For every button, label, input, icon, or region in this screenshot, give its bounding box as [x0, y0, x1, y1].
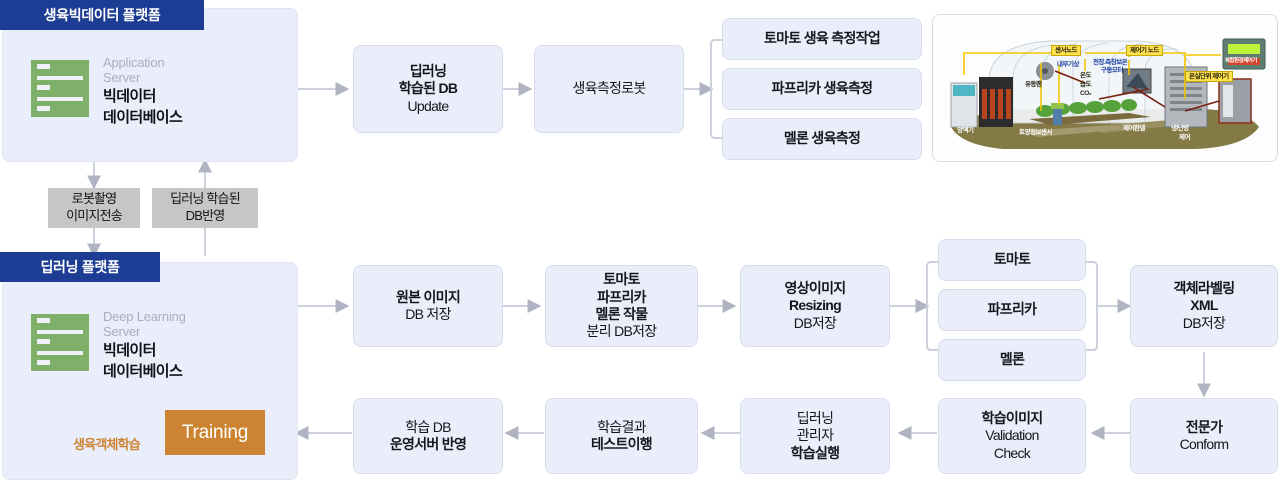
bigdata-server-sub-line1: Application	[103, 55, 165, 70]
dl-server-sub-line1: Deep Learning	[103, 309, 186, 324]
node-crop-split-db-save[interactable]: 토마토 파프리카 멜론 작물 분리 DB저장	[545, 265, 698, 347]
node-line: 전문가	[1185, 418, 1223, 435]
node-deep-learning-manager-train-run[interactable]: 딥러닝 관리자 학습실행	[740, 398, 890, 474]
greenhouse-label-drive-motor: 구동모터	[1101, 67, 1123, 74]
greenhouse-label-control-panel: 제어판넬	[1123, 125, 1145, 132]
server-rack-icon	[31, 314, 89, 371]
node-line: DB저장	[1182, 314, 1226, 331]
node-tomato-growth-measure-task[interactable]: 토마토 생육 측정작업	[722, 18, 922, 60]
greenhouse-smartfarm-illustration: 센서노드 제어기 노드 온실단위 제어기 내부기상 천장.측창보온 구동모터 온…	[932, 14, 1278, 162]
node-original-image-db-save[interactable]: 원본 이미지 DB 저장	[353, 265, 503, 347]
node-line: 학습된 DB	[398, 80, 458, 97]
node-training-image-validation-check[interactable]: 학습이미지 Validation Check	[938, 398, 1086, 474]
node-line: 파프리카	[987, 301, 1037, 318]
dl-server-sub-line2: Server	[103, 323, 141, 339]
greenhouse-graphic	[933, 15, 1277, 161]
node-deep-learning-db-update[interactable]: 딥러닝 학습된 DB Update	[353, 45, 503, 133]
node-crop-paprika[interactable]: 파프리카	[938, 289, 1086, 331]
node-line: Check	[993, 444, 1031, 461]
node-line: 영상이미지	[784, 279, 847, 296]
node-line: 객체라벨링	[1173, 279, 1236, 296]
node-training-db-apply-to-ops-server[interactable]: 학습 DB 운영서버 반영	[353, 398, 503, 474]
greenhouse-label-nutrient-machine: 양액기	[957, 127, 974, 134]
platform-title-bigdata: 생육빅데이터 플랫폼	[0, 0, 204, 30]
node-growth-measuring-robot[interactable]: 생육측정로봇	[534, 45, 684, 133]
greenhouse-label-cooling-heating: 냉/난방	[1171, 125, 1189, 132]
node-crop-tomato[interactable]: 토마토	[938, 239, 1086, 281]
node-line: DB저장	[793, 314, 837, 331]
node-line: Update	[407, 97, 450, 114]
flow-label-robot-line2: 이미지전송	[66, 208, 123, 223]
node-line: 테스트이행	[591, 436, 653, 452]
node-line: 딥러닝	[409, 62, 447, 79]
node-object-labeling-xml-db-save[interactable]: 객체라벨링 XML DB저장	[1130, 265, 1278, 347]
greenhouse-tag-sensor-node: 센서노드	[1051, 45, 1081, 57]
node-line: 학습이미지	[981, 409, 1044, 426]
training-loop-label: 생육객체학습	[73, 437, 141, 452]
greenhouse-tag-controller-node: 제어기 노드	[1126, 45, 1163, 57]
server-rack-icon	[31, 60, 89, 117]
node-training-result-test[interactable]: 학습결과 테스트이행	[545, 398, 698, 474]
flow-label-db-line1: 딥러닝 학습된	[170, 191, 241, 207]
node-line: Conform	[1179, 436, 1229, 452]
node-line: 멜론 작물	[595, 306, 649, 322]
node-paprika-growth-measure[interactable]: 파프리카 생육측정	[722, 68, 922, 110]
node-line: 토마토	[603, 271, 640, 288]
flow-label-db-line2: DB반영	[185, 208, 226, 223]
dl-server-main-line2: 데이터베이스	[103, 362, 183, 380]
node-line: 운영서버 반영	[389, 436, 467, 452]
node-melon-growth-measure[interactable]: 멜론 생육측정	[722, 118, 922, 160]
greenhouse-label-roof-side-insulation: 천장.측창보온	[1093, 59, 1128, 66]
node-line: 학습 DB	[405, 418, 451, 435]
node-line: Resizing	[789, 297, 842, 314]
node-expert-conform[interactable]: 전문가 Conform	[1130, 398, 1278, 474]
bigdata-server-block: Application Server 빅데이터 데이터베이스	[31, 55, 183, 127]
node-line: 딥러닝	[796, 409, 834, 426]
greenhouse-label-humidity: 습도	[1080, 81, 1091, 88]
bigdata-server-main-line1: 빅데이터	[103, 88, 156, 106]
greenhouse-label-soil-info-sensor: 토양정보센서	[1019, 129, 1052, 136]
greenhouse-label-co2: CO₂	[1080, 90, 1092, 97]
training-box[interactable]: Training	[165, 410, 265, 455]
node-crop-melon[interactable]: 멜론	[938, 339, 1086, 381]
greenhouse-label-temperature: 온도	[1080, 72, 1091, 79]
node-line: XML	[1190, 297, 1218, 314]
flow-label-robot-line1: 로봇촬영	[71, 191, 117, 207]
bigdata-server-main-line2: 데이터베이스	[103, 108, 183, 126]
greenhouse-label-integrated-env-controller: 복합환경제어기	[1225, 58, 1257, 64]
node-line: 학습결과	[597, 418, 646, 435]
platform-title-deeplearning: 딥러닝 플랫폼	[0, 252, 160, 282]
flow-label-robot-image-transfer: 로봇촬영 이미지전송	[48, 188, 140, 228]
deeplearning-server-block: Deep Learning Server 빅데이터 데이터베이스	[31, 309, 186, 381]
node-line: 분리 DB저장	[586, 323, 658, 340]
greenhouse-label-internal-weather: 내부기상	[1057, 61, 1079, 68]
node-line: 학습실행	[790, 444, 840, 461]
node-line: 토마토	[993, 251, 1031, 268]
greenhouse-label-circulation-fan: 유동팬	[1025, 81, 1042, 88]
node-line: 파프리카 생육측정	[771, 80, 873, 97]
node-line: 원본 이미지	[395, 288, 461, 305]
node-line: 생육측정로봇	[572, 80, 646, 97]
node-line: 멜론 생육측정	[783, 130, 861, 147]
greenhouse-label-cooling-heating-control: 제어	[1179, 134, 1190, 141]
flow-label-trained-db-apply: 딥러닝 학습된 DB반영	[152, 188, 258, 228]
node-line: 관리자	[796, 427, 834, 444]
dl-server-main-line1: 빅데이터	[103, 342, 156, 360]
greenhouse-tag-greenhouse-unit-controller: 온실단위 제어기	[1185, 71, 1233, 83]
node-line: 멜론	[999, 351, 1025, 368]
node-line: Validation	[985, 427, 1039, 444]
node-line: DB 저장	[405, 306, 451, 322]
node-line: 토마토 생육 측정작업	[764, 30, 881, 47]
node-image-resizing-db-save[interactable]: 영상이미지 Resizing DB저장	[740, 265, 890, 347]
node-line: 파프리카	[597, 288, 646, 305]
bigdata-server-sub-line2: Server	[103, 69, 141, 85]
